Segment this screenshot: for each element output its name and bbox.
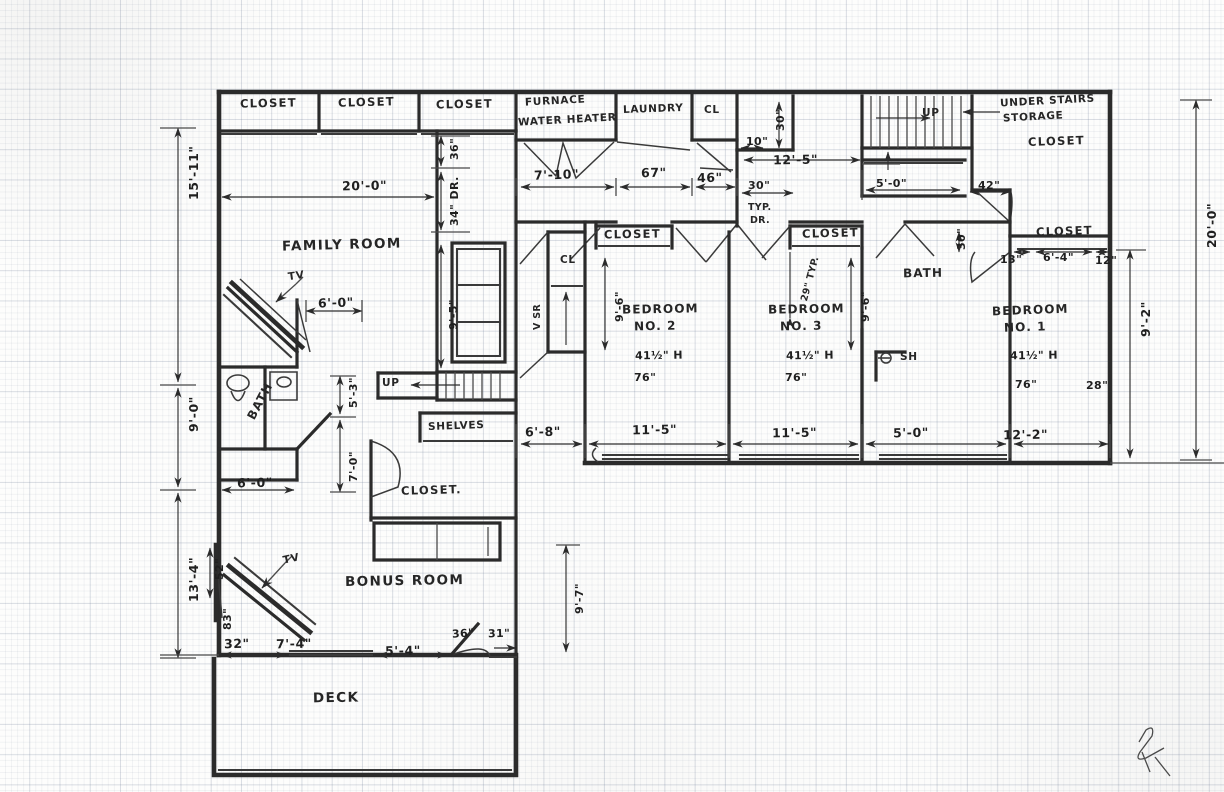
floor-plan-drawing: .w {stroke:#2b2b2b;stroke-width:3.2;fill…	[160, 89, 1224, 778]
